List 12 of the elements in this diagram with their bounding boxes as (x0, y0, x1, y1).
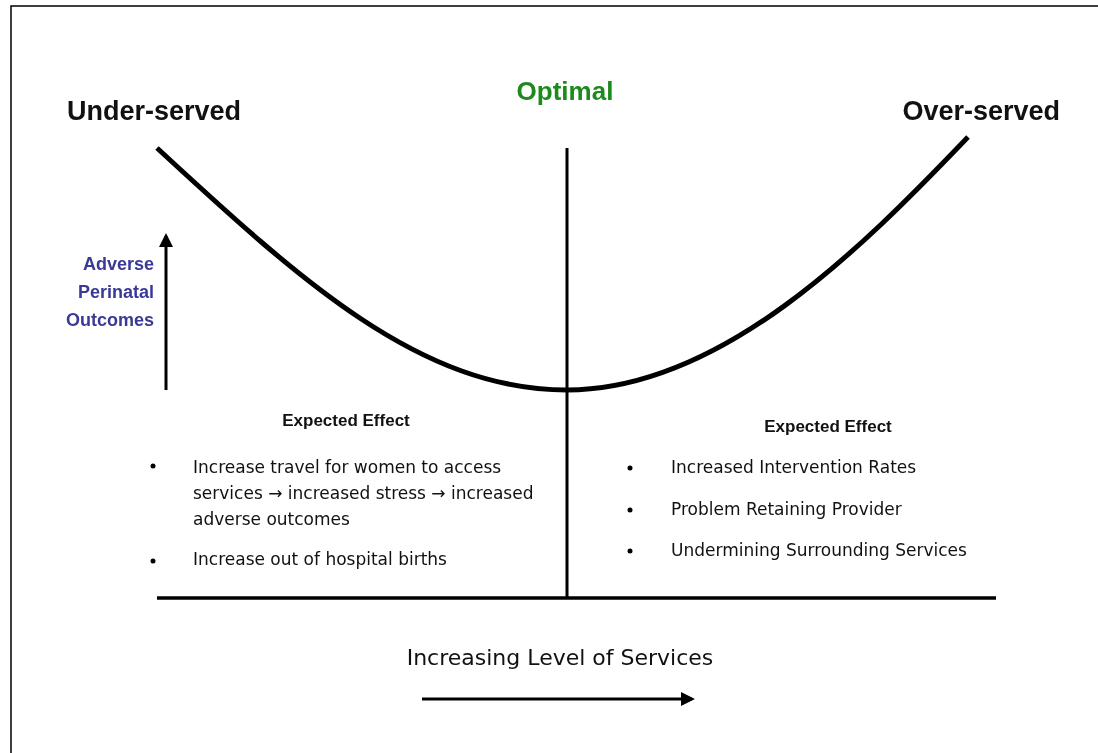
zone-heading: Over-served (901, 96, 1060, 127)
axis-label: Adverse Perinatal Outcomes (64, 253, 154, 332)
bullet-text: Increase out of hospital births (193, 549, 447, 569)
zone-heading: Optimal (515, 76, 615, 107)
zone-heading: Under-served (67, 96, 242, 127)
bullet-text: Undermining Surrounding Services (671, 540, 967, 560)
axis-label: Increasing Level of Services (405, 645, 715, 670)
bullet-text: Problem Retaining Provider (671, 499, 902, 519)
section-heading: Expected Effect (763, 417, 893, 437)
bullet-text: Increase travel for women to access services → increased stress → increased adverse outcomes (193, 456, 535, 531)
bullet-text: Increased Intervention Rates (671, 457, 917, 477)
section-heading: Expected Effect (281, 411, 411, 431)
